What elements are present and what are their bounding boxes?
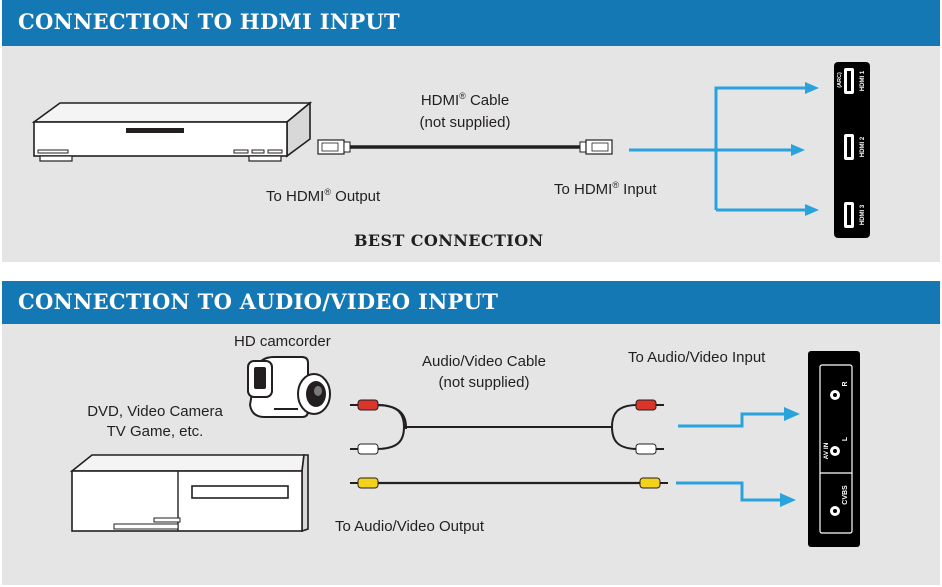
hdmi-input-label-pre: To HDMI: [554, 181, 613, 198]
hdmi-cable-label: HDMI® Cable: [400, 91, 530, 111]
rca-red-plug-right: [635, 399, 664, 411]
av-in-group-label: AV IN: [823, 442, 830, 459]
hdmi1-arc-label: (ARC): [837, 72, 843, 88]
av-input-label: To Audio/Video Input: [628, 349, 766, 366]
av-section-title: CONNECTION TO AUDIO/VIDEO INPUT: [2, 281, 940, 324]
tv-av-panel: R L AV IN CVBS: [808, 351, 860, 547]
source-label-line1: DVD, Video Camera: [87, 403, 223, 420]
rca-plugs-right: [635, 399, 668, 489]
camcorder-icon: [247, 356, 331, 418]
rca-plugs-left: [350, 399, 379, 489]
arrow-head-hdmi3: [805, 204, 819, 216]
dvd-video-source-icon: [69, 454, 309, 533]
hdmi2-port-label: HDMI 2: [860, 136, 866, 157]
av-r-port-label: R: [842, 381, 849, 386]
av-output-label: To Audio/Video Output: [335, 518, 485, 535]
rca-yellow-plug-right: [639, 477, 668, 489]
av-cable-note: (not supplied): [438, 374, 530, 391]
rca-white-plug-left: [350, 443, 379, 455]
source-label-line2: TV Game, etc.: [106, 423, 204, 440]
hdmi-section-title: CONNECTION TO HDMI INPUT: [2, 0, 940, 46]
hdmi-connection-section: CONNECTION TO HDMI INPUT: [2, 0, 940, 262]
hdmi-arrows: [629, 86, 806, 212]
rca-red-plug-left: [350, 399, 379, 411]
arrow-head-video: [780, 493, 796, 507]
registered-mark: ®: [612, 180, 619, 190]
hdmi-cable-suffix: Cable: [465, 92, 510, 109]
rca-yellow-plug-left: [350, 477, 379, 489]
hdmi-cable-note: (not supplied): [419, 114, 511, 131]
av-cvbs-port-label: CVBS: [842, 485, 849, 505]
arrow-head-audio: [784, 407, 800, 421]
hdmi-cable-name: HDMI: [420, 92, 460, 109]
hdmi-input-label-post: Input: [618, 181, 657, 198]
arrow-head-hdmi2: [791, 144, 805, 156]
registered-mark: ®: [459, 91, 466, 101]
av-cable-label: Audio/Video Cable: [422, 353, 546, 370]
av-l-port-label: L: [842, 436, 849, 441]
rca-white-plug-right: [635, 443, 664, 455]
best-connection-label: BEST CONNECTION: [354, 231, 544, 250]
av-arrows: [676, 412, 786, 502]
hdmi-cable: [317, 139, 613, 155]
av-diagram: R L AV IN CVBS: [69, 351, 860, 547]
hdmi-output-label: To HDMI® Output: [266, 187, 380, 207]
hdmi-input-label: To HDMI® Input: [554, 180, 657, 200]
camcorder-label: HD camcorder: [234, 333, 331, 350]
arrow-head-hdmi1: [805, 82, 819, 94]
hdmi1-port-label: HDMI 1: [860, 70, 866, 91]
av-cable: [375, 404, 640, 485]
registered-mark: ®: [324, 187, 331, 197]
hdmi-diagram: HDMI 1 (ARC) HDMI 2 HDMI 3: [31, 62, 870, 238]
hdmi-output-label-pre: To HDMI: [266, 188, 325, 205]
av-connection-section: CONNECTION TO AUDIO/VIDEO INPUT: [2, 281, 940, 585]
hdmi3-port-label: HDMI 3: [860, 204, 866, 225]
tv-hdmi-panel: HDMI 1 (ARC) HDMI 2 HDMI 3: [834, 62, 870, 238]
hdmi-output-label-post: Output: [330, 188, 381, 205]
dvd-player-icon: [31, 101, 313, 162]
